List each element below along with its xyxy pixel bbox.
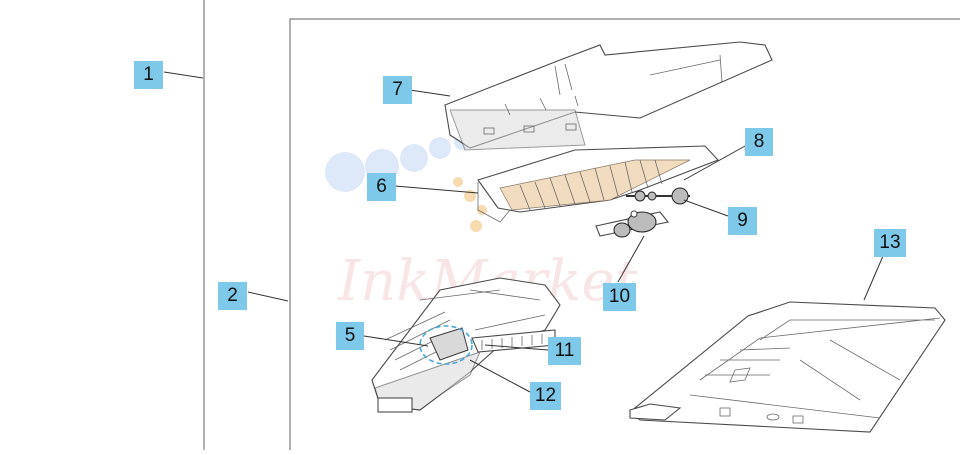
part-8-gear-shaft bbox=[626, 187, 690, 205]
part-10-roller-assembly bbox=[595, 210, 669, 238]
part-5-duplex-unit bbox=[371, 277, 561, 413]
callout-6[interactable]: 6 bbox=[367, 173, 396, 201]
callout-13[interactable]: 13 bbox=[874, 229, 906, 257]
part-6-paper-guide bbox=[477, 145, 719, 223]
part-12-highlight-ring bbox=[419, 325, 473, 365]
callout-11[interactable]: 11 bbox=[548, 337, 581, 365]
callout-10[interactable]: 10 bbox=[603, 283, 636, 311]
callout-7[interactable]: 7 bbox=[383, 76, 412, 104]
assembly-frame bbox=[289, 18, 960, 450]
part-13-output-tray bbox=[629, 301, 946, 433]
callout-9[interactable]: 9 bbox=[728, 207, 757, 235]
callout-5[interactable]: 5 bbox=[336, 322, 364, 350]
callout-2[interactable]: 2 bbox=[218, 282, 247, 310]
leader-lines bbox=[163, 71, 884, 393]
callout-12[interactable]: 12 bbox=[530, 382, 561, 410]
callout-8[interactable]: 8 bbox=[745, 128, 773, 156]
callout-1[interactable]: 1 bbox=[134, 61, 163, 89]
part-7-top-cover bbox=[444, 41, 773, 151]
